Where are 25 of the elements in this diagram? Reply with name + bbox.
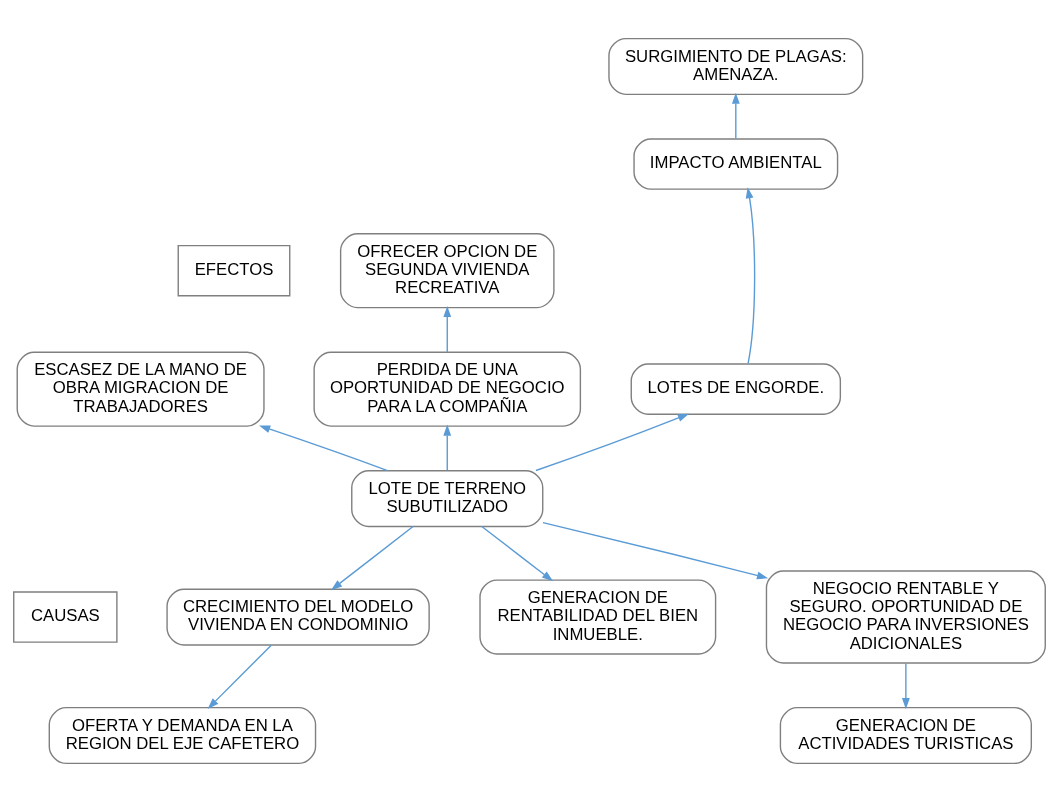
arrow [259, 425, 389, 472]
arrow [901, 662, 910, 710]
arrow [207, 644, 272, 709]
arrow [443, 305, 452, 353]
node-box: LOTE DE TERRENO SUBUTILIZADO [351, 470, 544, 528]
node-box: ESCASEZ DE LA MANO DE OBRA MIGRACION DE TRABAJADORES [16, 351, 265, 427]
arrow [731, 92, 740, 140]
node-box: SURGIMIENTO DE PLAGAS: AMENAZA. [608, 37, 864, 96]
node-box: OFERTA Y DEMANDA EN LA REGION DEL EJE CAFETERO [48, 706, 317, 765]
arrow [331, 525, 414, 591]
node-box: LOTES DE ENGORDE. [630, 363, 842, 415]
node-box: OFRECER OPCION DE SEGUNDA VIVIENDA RECREATIVA [339, 233, 555, 309]
node-box: CRECIMIENTO DEL MODELO VIVIENDA EN CONDOMINIO [166, 588, 430, 646]
node-box: CAUSAS [13, 591, 118, 643]
node-box: NEGOCIO RENTABLE Y SEGURO. OPORTUNIDAD DE NEGOCIO PARA INVERSIONES ADICIONALES [765, 570, 1046, 664]
arrow [542, 521, 769, 580]
arrow [481, 525, 554, 582]
node-box: IMPACTO AMBIENTAL [633, 138, 839, 190]
arrow [535, 413, 689, 472]
node-box: PERDIDA DE UNA OPORTUNIDAD DE NEGOCIO PARA LA COMPAÑIA [313, 351, 582, 427]
arrow [443, 424, 452, 471]
arrow [745, 187, 756, 365]
node-box: GENERACION DE ACTIVIDADES TURISTICAS [779, 706, 1032, 765]
node-box: GENERACION DE RENTABILIDAD DEL BIEN INMUEBLE. [479, 579, 717, 655]
node-box: EFECTOS [177, 244, 291, 297]
